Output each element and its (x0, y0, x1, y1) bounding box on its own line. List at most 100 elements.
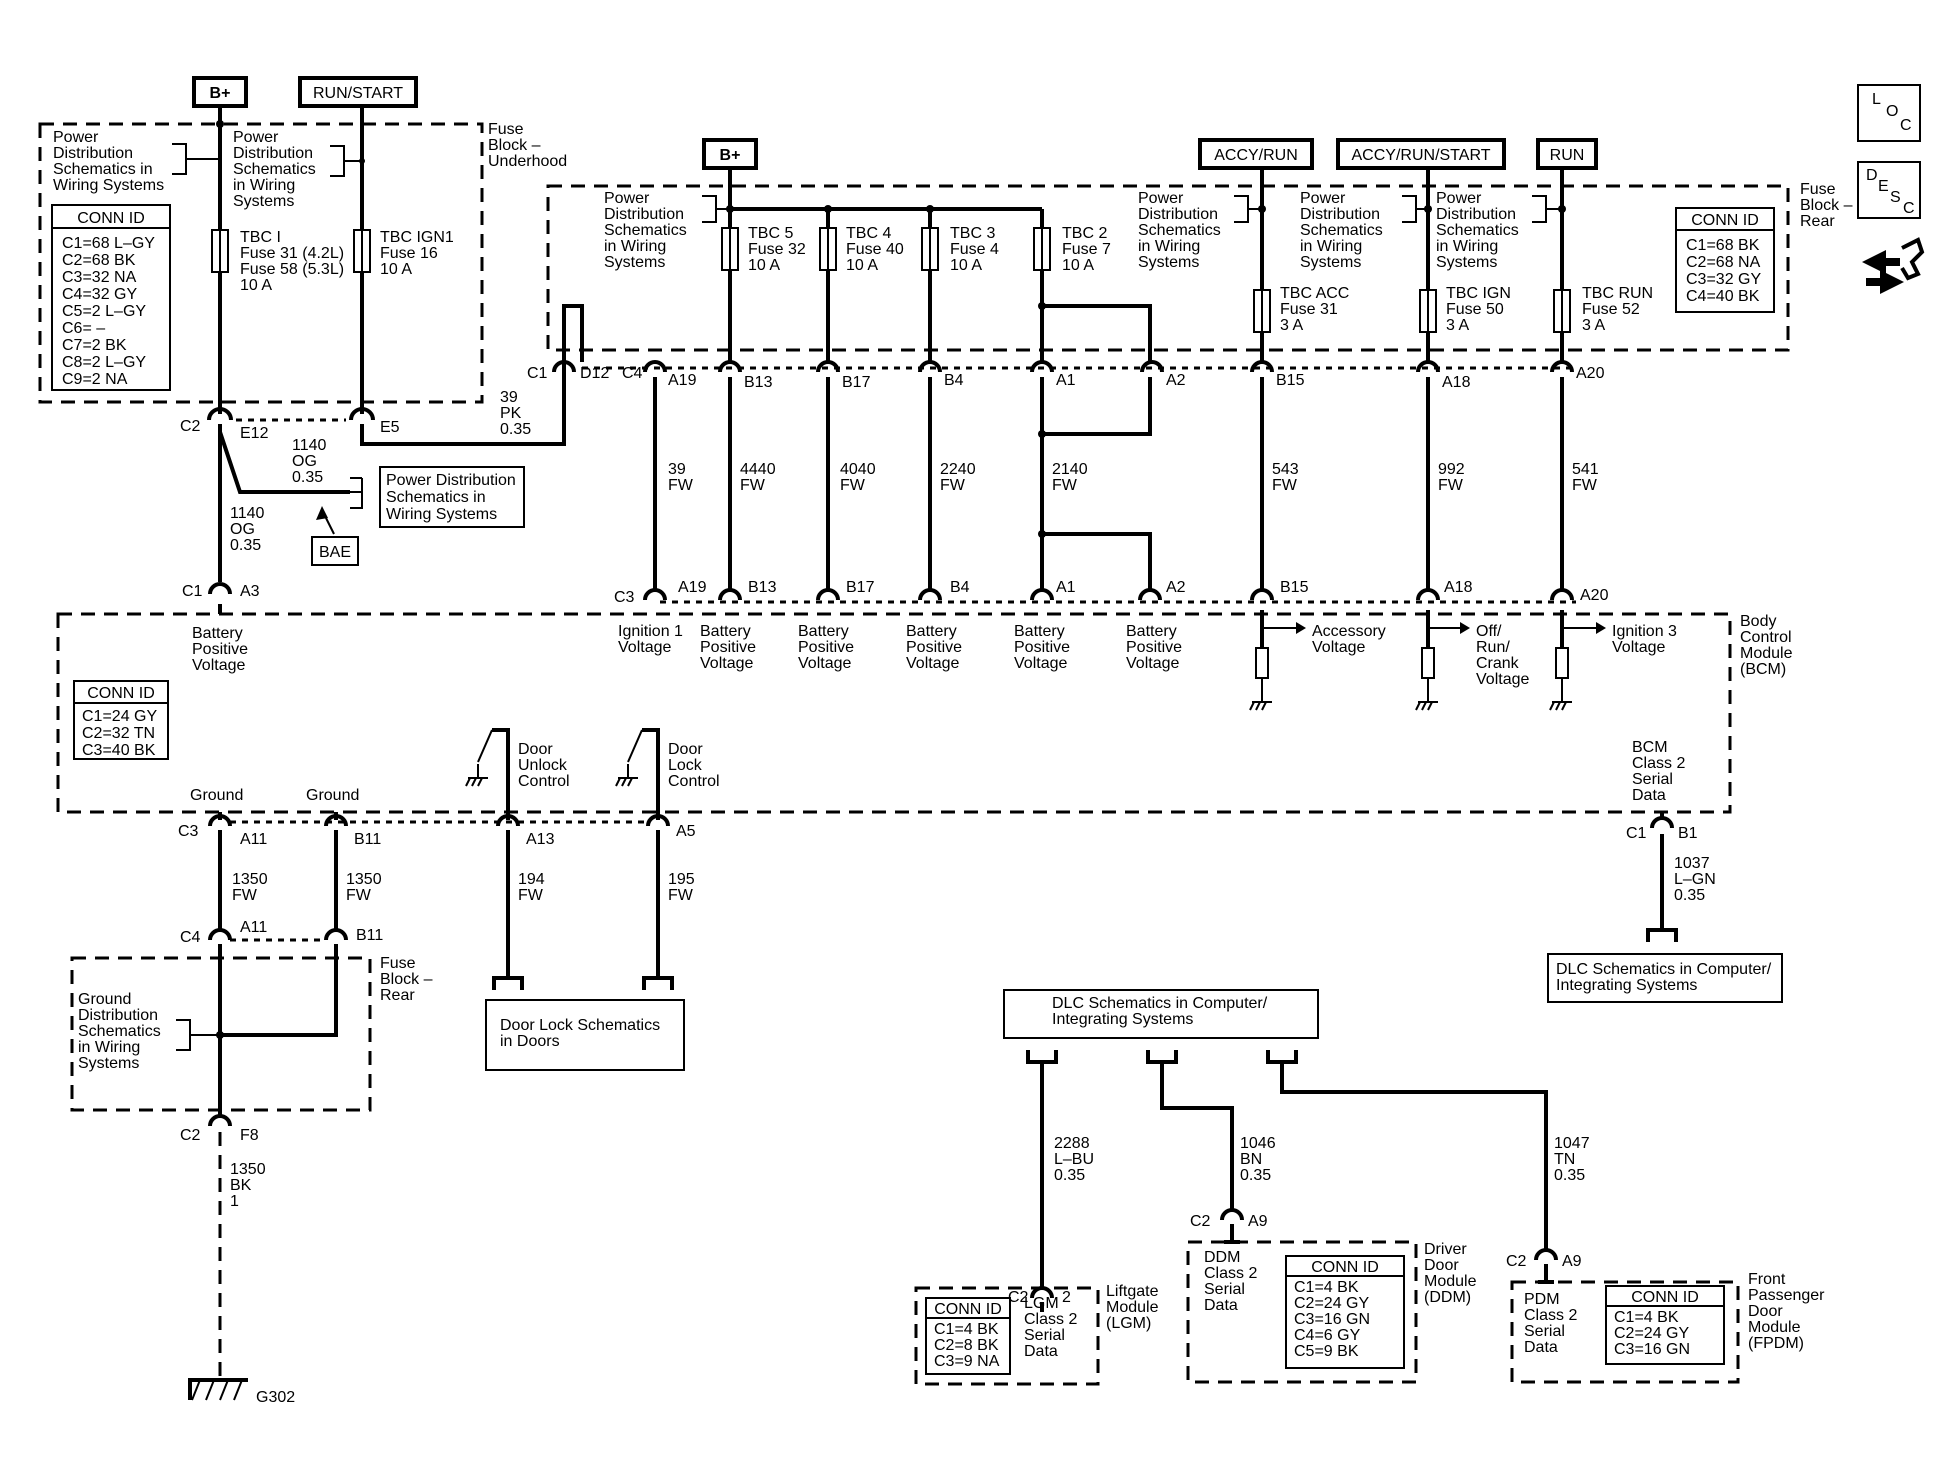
svg-text:C3: C3 (178, 823, 199, 840)
svg-text:B15: B15 (1276, 372, 1305, 389)
svg-text:Serial: Serial (1524, 1323, 1565, 1340)
svg-text:FW: FW (740, 477, 766, 494)
svg-text:Voltage: Voltage (1476, 671, 1529, 688)
svg-text:(BCM): (BCM) (1740, 661, 1786, 678)
svg-text:D12: D12 (580, 365, 609, 382)
svg-text:A9: A9 (1562, 1253, 1582, 1270)
svg-text:TBC RUN: TBC RUN (1582, 285, 1653, 302)
svg-text:CONN ID: CONN ID (1631, 1289, 1699, 1306)
svg-text:L–GN: L–GN (1674, 871, 1716, 888)
connector-row-bcm-bottom: C3 A11 B11 A13 A5 (178, 812, 696, 848)
svg-text:Power: Power (604, 190, 650, 207)
svg-text:BN: BN (1240, 1151, 1262, 1168)
svg-text:C2=68 BK: C2=68 BK (62, 252, 136, 269)
svg-text:1047: 1047 (1554, 1135, 1590, 1152)
svg-text:992: 992 (1438, 461, 1465, 478)
fuse-tbc-ign: TBC IGN Fuse 50 3 A (1419, 168, 1511, 334)
ref-dlc-right[interactable]: DLC Schematics in Computer/ Integrating … (1547, 928, 1783, 1003)
ref-door-lock-schematics[interactable]: Door Lock Schematics in Doors (485, 976, 685, 1071)
svg-text:Front: Front (1748, 1271, 1786, 1288)
svg-text:Power: Power (1138, 190, 1184, 207)
svg-text:FW: FW (1272, 477, 1298, 494)
svg-text:C4=40 BK: C4=40 BK (1686, 288, 1760, 305)
svg-text:Voltage: Voltage (1014, 655, 1067, 672)
svg-text:2140: 2140 (1052, 461, 1088, 478)
svg-text:Schematics in: Schematics in (386, 489, 486, 506)
ref-bae[interactable]: BAE (311, 506, 359, 566)
bcm-input-b4: Battery Positive Voltage (906, 623, 962, 672)
svg-text:C3=16 GN: C3=16 GN (1614, 1341, 1690, 1358)
svg-text:PDM: PDM (1524, 1291, 1560, 1308)
svg-text:Distribution: Distribution (1300, 206, 1380, 223)
ref-dlc-center[interactable]: DLC Schematics in Computer/ Integrating … (1003, 989, 1319, 1064)
fuse-tbc3: TBC 3 Fuse 4 10 A (921, 209, 999, 274)
svg-text:B11: B11 (356, 927, 383, 944)
svg-text:Serial: Serial (1024, 1327, 1065, 1344)
svg-text:Passenger: Passenger (1748, 1287, 1825, 1304)
svg-text:Data: Data (1524, 1339, 1558, 1356)
svg-text:Class 2: Class 2 (1632, 755, 1685, 772)
svg-text:C4=32 GY: C4=32 GY (62, 286, 137, 303)
svg-text:Fuse 4: Fuse 4 (950, 241, 999, 258)
ref-power-distribution[interactable]: Power Distribution Schematics in Wiring … (350, 466, 525, 528)
svg-text:FW: FW (840, 477, 866, 494)
loc-icon[interactable]: L O C (1857, 84, 1921, 142)
svg-text:543: 543 (1272, 461, 1299, 478)
uh-pd-ref-1: Power Distribution Schematics in Wiring … (53, 129, 220, 194)
bcm-door-unlock-switch: Door Unlock Control (465, 728, 570, 812)
svg-text:Data: Data (1204, 1297, 1238, 1314)
svg-text:Voltage: Voltage (906, 655, 959, 672)
svg-text:Door: Door (518, 741, 553, 758)
wire-1037-label: 1037 L–GN 0.35 (1674, 855, 1716, 904)
svg-text:DLC Schematics in Computer/: DLC Schematics in Computer/ (1556, 961, 1772, 978)
svg-text:1350: 1350 (232, 871, 268, 888)
svg-text:ACCY/RUN: ACCY/RUN (1214, 147, 1298, 164)
source-bplus-mid: B+ (702, 138, 758, 170)
rear-pd-ref-4: Power Distribution Schematics in Wiring … (1436, 190, 1562, 271)
svg-text:1350: 1350 (346, 871, 382, 888)
desc-icon[interactable]: D E S C (1857, 161, 1921, 219)
svg-text:E12: E12 (240, 425, 269, 442)
svg-text:FW: FW (232, 887, 258, 904)
svg-text:C3=16 GN: C3=16 GN (1294, 1311, 1370, 1328)
svg-text:C2=24 GY: C2=24 GY (1614, 1325, 1689, 1342)
svg-text:Fuse 31 (4.2L): Fuse 31 (4.2L) (240, 245, 344, 262)
svg-text:FW: FW (1572, 477, 1598, 494)
svg-text:194: 194 (518, 871, 545, 888)
driver-door-module: DDM Class 2 Serial Data CONN ID C1=4 BK … (1186, 1240, 1477, 1384)
wire-a2-bottom-link (1042, 532, 1152, 592)
svg-text:B17: B17 (846, 579, 875, 596)
wire-39-pk-label: 39 PK 0.35 (500, 389, 531, 438)
connector-tool-icon[interactable] (1862, 237, 1925, 294)
svg-text:O: O (1886, 103, 1898, 120)
svg-text:(FPDM): (FPDM) (1748, 1335, 1804, 1352)
svg-text:Voltage: Voltage (1126, 655, 1179, 672)
svg-text:B11: B11 (354, 831, 381, 848)
bcm-input-ign1: Ignition 1 Voltage (618, 623, 683, 656)
svg-text:L: L (1872, 91, 1881, 108)
svg-text:Accessory: Accessory (1312, 623, 1386, 640)
svg-text:Run/: Run/ (1476, 639, 1510, 656)
svg-text:Class 2: Class 2 (1524, 1307, 1577, 1324)
svg-text:Positive: Positive (906, 639, 962, 656)
svg-text:C1=4 BK: C1=4 BK (1294, 1279, 1359, 1296)
svg-text:C2=68 NA: C2=68 NA (1686, 254, 1761, 271)
svg-text:Wiring Systems: Wiring Systems (53, 177, 164, 194)
svg-text:Module: Module (1748, 1319, 1801, 1336)
svg-text:541: 541 (1572, 461, 1599, 478)
svg-text:Module: Module (1424, 1273, 1477, 1290)
svg-text:Lock: Lock (668, 757, 703, 774)
svg-text:10 A: 10 A (950, 257, 982, 274)
svg-text:C9=2 NA: C9=2 NA (62, 371, 128, 388)
svg-text:0.35: 0.35 (1554, 1167, 1585, 1184)
source-accy-run-start: ACCY/RUN/START (1336, 138, 1506, 170)
svg-text:Fuse: Fuse (1800, 181, 1836, 198)
svg-text:C: C (1903, 200, 1915, 217)
svg-text:C7=2 BK: C7=2 BK (62, 337, 127, 354)
svg-text:Distribution: Distribution (604, 206, 684, 223)
svg-text:10 A: 10 A (380, 261, 412, 278)
svg-text:Schematics: Schematics (604, 222, 687, 239)
svg-text:TBC I: TBC I (240, 229, 281, 246)
svg-text:BCM: BCM (1632, 739, 1668, 756)
liftgate-module: CONN ID C1=4 BK C2=8 BK C3=9 NA LGM Clas… (914, 1283, 1159, 1386)
